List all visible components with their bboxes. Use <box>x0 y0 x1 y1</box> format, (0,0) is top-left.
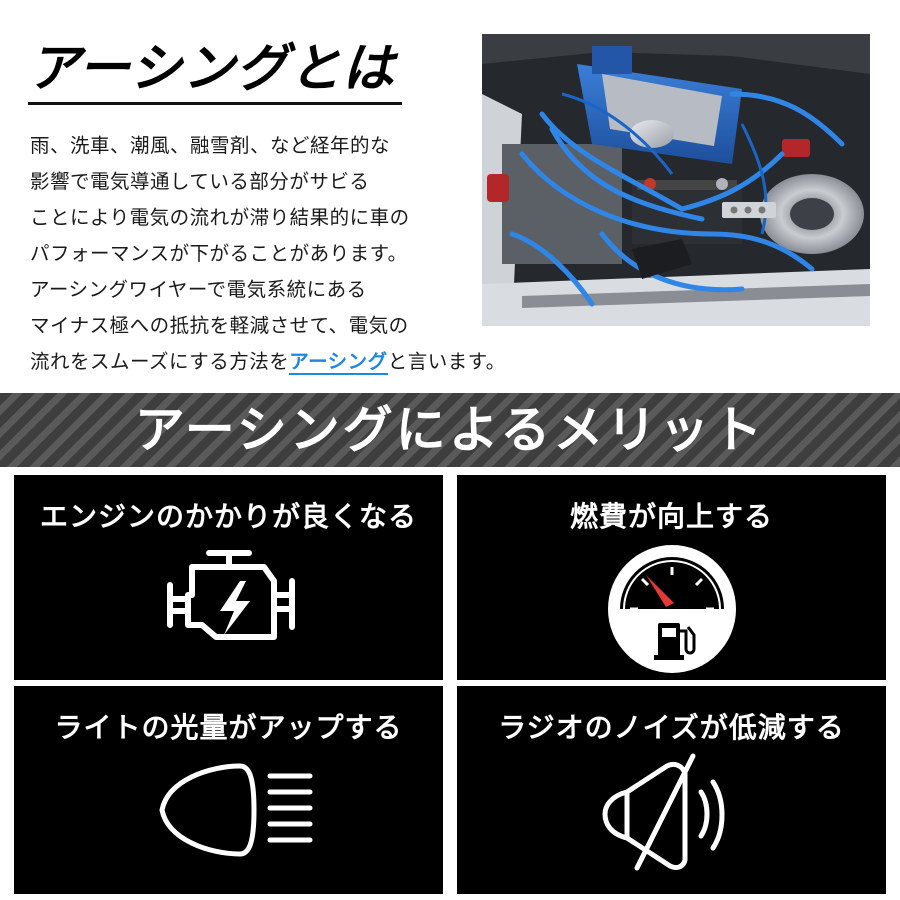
fuel-gauge-icon <box>608 545 736 673</box>
speaker-mute-icon <box>602 753 725 871</box>
benefits-grid: エンジンのかかりが良くなる 燃費が向上する <box>0 467 900 900</box>
earthing-highlight: アーシング <box>289 350 388 375</box>
intro-last-line: 流れをスムーズにする方法をアーシングと言います。 <box>30 344 590 380</box>
engine-icon <box>167 550 295 640</box>
benefit-title: エンジンのかかりが良くなる <box>39 500 417 533</box>
benefit-card-radio-noise: ラジオのノイズが低減する <box>457 686 886 894</box>
benefit-title: ライトの光量がアップする <box>54 711 403 744</box>
intro-line: 雨、洗車、潮風、融雪剤、など経年的な <box>30 134 391 157</box>
benefit-card-light-output: ライトの光量がアップする <box>14 686 443 894</box>
benefit-card-fuel-economy: 燃費が向上する <box>457 475 886 680</box>
benefit-title: ラジオのノイズが低減する <box>498 711 845 744</box>
engine-bay-illustration <box>482 34 870 326</box>
intro-last-suffix: と言います。 <box>387 350 506 373</box>
intro-line: マイナス極への抵抗を軽減させて、電気の <box>30 314 409 337</box>
intro-last-prefix: 流れをスムーズにする方法を <box>30 350 290 373</box>
intro-paragraph: 雨、洗車、潮風、融雪剤、など経年的な 影響で電気導通している部分がサビる ことに… <box>30 128 470 344</box>
intro-line: 影響で電気導通している部分がサビる <box>30 170 370 193</box>
intro-line: アーシングワイヤーで電気系統にある <box>30 278 367 301</box>
engine-bay-photo <box>482 34 870 326</box>
page-title: アーシングとは <box>28 39 395 99</box>
title-underline <box>28 102 402 105</box>
benefits-banner: アーシングによるメリット <box>0 393 900 467</box>
benefits-heading: アーシングによるメリット <box>134 401 766 459</box>
intro-line: パフォーマンスが下がることがあります。 <box>30 242 408 265</box>
headlight-icon <box>159 763 313 857</box>
benefit-card-engine-start: エンジンのかかりが良くなる <box>14 475 443 680</box>
benefit-title: 燃費が向上する <box>569 500 773 533</box>
intro-line: ことにより電気の流れが滞り結果的に車の <box>30 206 410 229</box>
